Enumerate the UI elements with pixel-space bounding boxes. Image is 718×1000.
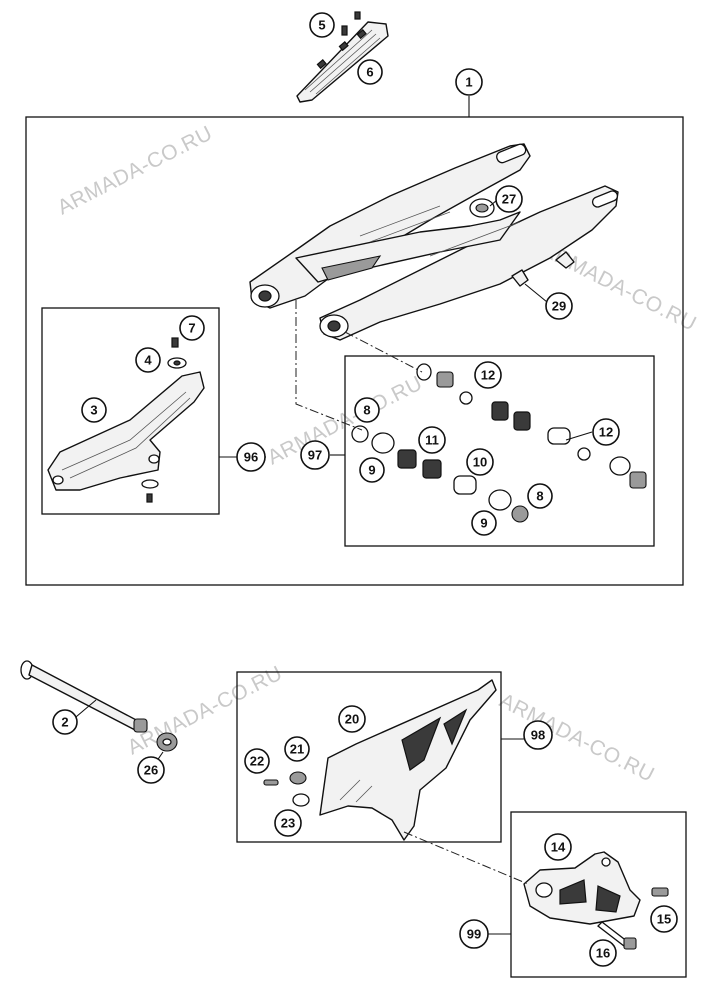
callout-12-upper: 12	[474, 361, 502, 389]
swingarm-part	[249, 143, 619, 341]
callouts: 1 5 6 27 29 7 4 3 96 97 12 12 8 11 9 10 …	[52, 12, 678, 967]
chain-slider-part	[47, 371, 205, 491]
pivot-nut-part	[156, 732, 178, 752]
screw-22-part	[263, 779, 279, 786]
callout-16-label: 16	[596, 946, 610, 961]
callout-12-lower: 12	[592, 418, 620, 446]
callout-12-upper-label: 12	[481, 368, 495, 383]
callout-27: 27	[495, 185, 523, 213]
callout-16: 16	[589, 939, 617, 967]
callout-21-label: 21	[290, 742, 304, 757]
callout-10: 10	[466, 448, 494, 476]
callout-15: 15	[650, 905, 678, 933]
watermark: ARMADA-CO.RU	[124, 662, 286, 760]
swingarm-group-box	[25, 116, 684, 586]
chain-guard-box	[236, 671, 502, 843]
callout-97-label: 97	[308, 448, 322, 463]
bolt-15-part	[651, 887, 669, 897]
callout-23: 23	[274, 809, 302, 837]
callout-7-label: 7	[188, 321, 195, 336]
washer-4-part	[167, 357, 187, 369]
callout-1-label: 1	[465, 75, 472, 90]
callout-14: 14	[544, 833, 572, 861]
callout-22-label: 22	[250, 754, 264, 769]
screw-7-part	[171, 337, 179, 348]
pivot-axle-part	[20, 660, 148, 733]
washer-23-part	[292, 793, 310, 807]
callout-9-upper-label: 9	[368, 463, 375, 478]
callout-20: 20	[338, 705, 366, 733]
callout-5: 5	[309, 12, 335, 38]
callout-9-upper: 9	[359, 457, 385, 483]
callout-29: 29	[545, 292, 573, 320]
callout-3: 3	[81, 397, 107, 423]
chain-guide-box	[510, 811, 687, 978]
watermark: ARMADA-CO.RU	[538, 238, 700, 336]
callout-9-lower-label: 9	[480, 516, 487, 531]
callout-4-label: 4	[144, 353, 152, 368]
callout-26: 26	[137, 756, 165, 784]
callout-27-label: 27	[502, 192, 516, 207]
callout-5-label: 5	[318, 18, 325, 33]
callout-2-label: 2	[61, 715, 68, 730]
callout-10-label: 10	[473, 455, 487, 470]
callout-98-label: 98	[531, 728, 545, 743]
callout-96-label: 96	[244, 450, 258, 465]
callout-6: 6	[357, 59, 383, 85]
callout-29-label: 29	[552, 299, 566, 314]
watermark: ARMADA-CO.RU	[496, 689, 658, 787]
chain-slider-box	[41, 307, 220, 515]
slider-fastener-part	[141, 479, 159, 503]
callout-23-label: 23	[281, 816, 295, 831]
callout-2: 2	[52, 709, 78, 735]
callout-1: 1	[455, 68, 483, 96]
callout-21: 21	[284, 736, 310, 762]
callout-20-label: 20	[345, 712, 359, 727]
callout-15-label: 15	[657, 912, 671, 927]
callout-3-label: 3	[90, 403, 97, 418]
bearing-kit-parts	[351, 363, 647, 523]
callout-26-label: 26	[144, 763, 158, 778]
callout-9-lower: 9	[471, 510, 497, 536]
callout-99-label: 99	[467, 927, 481, 942]
chain-guard-part	[319, 679, 497, 841]
callout-99: 99	[459, 919, 489, 949]
callout-98: 98	[523, 720, 553, 750]
callout-12-lower-label: 12	[599, 425, 613, 440]
bolt-16-part	[597, 921, 637, 950]
callout-11-label: 11	[425, 433, 439, 448]
nut-21-part	[289, 771, 307, 785]
callout-8-upper-label: 8	[363, 403, 370, 418]
callout-22: 22	[244, 748, 270, 774]
callout-4: 4	[135, 347, 161, 373]
bearing-kit-box	[344, 355, 655, 547]
callout-6-label: 6	[366, 65, 373, 80]
callout-8-lower: 8	[527, 483, 553, 509]
callout-14-label: 14	[551, 840, 566, 855]
screw-5-part	[341, 11, 361, 36]
watermark: ARMADA-CO.RU	[54, 122, 216, 220]
callout-96: 96	[236, 442, 266, 472]
chain-slide-top-part	[296, 21, 389, 103]
callout-7: 7	[179, 315, 205, 341]
callout-8-lower-label: 8	[536, 489, 543, 504]
callout-8-upper: 8	[354, 397, 380, 423]
chain-guide-part	[523, 851, 641, 925]
callout-11: 11	[418, 426, 446, 454]
callout-97: 97	[300, 440, 330, 470]
